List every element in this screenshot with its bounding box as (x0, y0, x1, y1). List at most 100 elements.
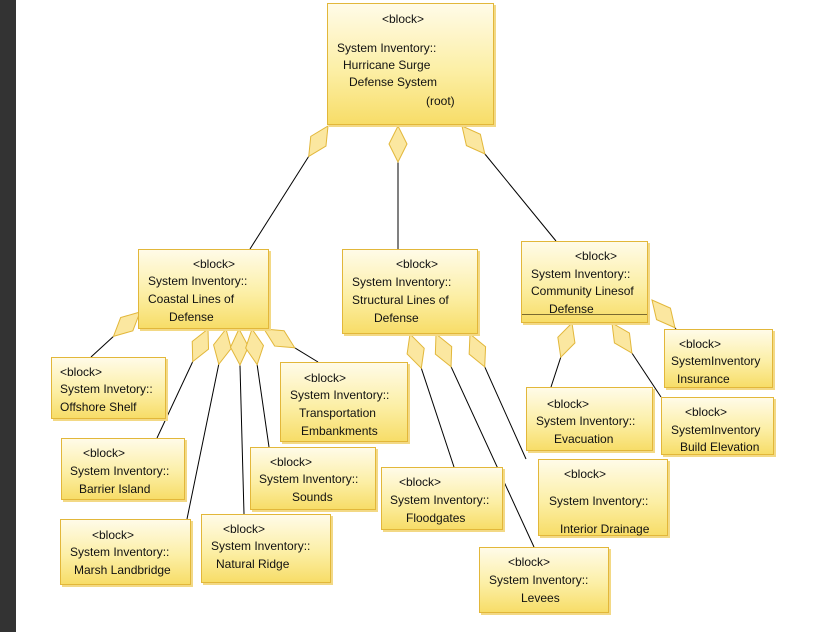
connector-root-coastal (249, 156, 310, 250)
connector-layer (90, 124, 677, 548)
block-label-line: Transportation (299, 406, 376, 420)
composition-diamond-root-coastal (308, 125, 329, 158)
block-insurance[interactable]: <block> SystemInventory Insurance (664, 329, 773, 388)
connector-community-elevation (631, 352, 662, 398)
block-stereotype: <block> (193, 257, 236, 271)
block-stereotype: <block> (396, 257, 439, 271)
block-stereotype: <block> (382, 12, 425, 26)
block-coastal-lines-of-defense[interactable]: <block> System Inventory:: Coastal Lines… (138, 249, 269, 329)
block-label-line: System Inventory:: (211, 539, 311, 553)
block-label-line: Defense System (349, 75, 438, 89)
block-stereotype: <block> (575, 249, 618, 263)
block-label-line: Floodgates (406, 511, 466, 525)
block-label-line: System Inventory:: (290, 388, 390, 402)
block-stereotype: <block> (564, 467, 607, 481)
composition-diamond-coastal-barrier (191, 327, 210, 363)
block-label-line: System Invetory:: (60, 382, 153, 396)
connector-structural-levees (450, 366, 535, 548)
block-marsh-landbridge[interactable]: <block> System Inventory:: Marsh Landbri… (60, 519, 191, 585)
block-label-line: Levees (521, 591, 560, 605)
block-label-line: System Inventory:: (352, 275, 452, 289)
connector-structural-drainage (484, 366, 527, 460)
connector-coastal-offshore (90, 335, 114, 358)
block-label-line: System Inventory:: (70, 464, 170, 478)
block-stereotype: <block> (547, 397, 590, 411)
block-stereotype: <block> (304, 371, 347, 385)
block-label-line: System Inventory:: (70, 545, 170, 559)
block-label-line: System Inventory:: (337, 41, 437, 55)
composition-diamond-coastal-transport (263, 328, 296, 349)
block-label-line: Build Elevation (680, 440, 760, 454)
block-stereotype: <block> (679, 337, 722, 351)
block-transportation-embankments[interactable]: <block> System Inventory:: Transportatio… (280, 362, 408, 442)
block-label-line: Structural Lines of (352, 293, 449, 307)
block-label-line: System Inventory:: (259, 472, 359, 486)
composition-diamond-coastal-sounds (245, 327, 265, 366)
block-label-line: Defense (549, 302, 594, 316)
block-label-line: SystemInventory (671, 354, 761, 368)
block-label-line: Coastal Lines of (148, 292, 235, 306)
block-build-elevation[interactable]: <block> SystemInventory Build Elevation (661, 397, 774, 455)
composition-diamond-structural-levees (434, 332, 453, 368)
connector-coastal-marsh (186, 364, 220, 520)
connector-coastal-sounds (256, 364, 270, 448)
block-hurricane-surge-defense-system[interactable]: <block> System Inventory:: Hurricane Sur… (327, 3, 494, 125)
block-label-line: Evacuation (554, 432, 614, 446)
composition-diamond-structural-floodgates (406, 332, 425, 370)
connector-structural-floodgates (420, 368, 455, 468)
connector-coastal-ridge (239, 364, 245, 515)
block-label-line: System Inventory:: (531, 267, 631, 281)
block-label-line: Offshore Shelf (60, 400, 137, 414)
block-barrier-island[interactable]: <block> System Inventory:: Barrier Islan… (61, 438, 185, 500)
block-label-line: System Inventory:: (390, 493, 490, 507)
composition-diamond-coastal-ridge (229, 327, 250, 367)
block-offshore-shelf[interactable]: <block> System Invetory:: Offshore Shelf (51, 357, 166, 419)
block-stereotype: <block> (223, 522, 266, 536)
composition-diamond-coastal-offshore (112, 311, 141, 338)
block-label-line: Hurricane Surge (343, 58, 431, 72)
diagram-canvas: <block> System Inventory:: Hurricane Sur… (16, 0, 824, 632)
composition-diamond-coastal-marsh (213, 327, 232, 366)
block-label-line: Insurance (677, 372, 730, 386)
block-stereotype: <block> (508, 555, 551, 569)
block-stereotype: <block> (685, 405, 728, 419)
connector-community-evacuation (550, 357, 562, 388)
block-label-line: Embankments (301, 424, 378, 438)
block-label-line: Defense (169, 310, 214, 324)
block-label-line: SystemInventory (671, 423, 761, 437)
block-label-line: System Inventory:: (536, 414, 636, 428)
block-label-line: Community Linesof (531, 284, 634, 298)
block-label-line: Barrier Island (79, 482, 151, 496)
block-label-line: System Inventory:: (489, 573, 589, 587)
block-stereotype: <block> (60, 365, 103, 379)
connector-coastal-barrier (156, 361, 194, 439)
block-community-lines-of-defense[interactable]: <block> System Inventory:: Community Lin… (521, 241, 648, 323)
composition-diamond-root-community (461, 125, 486, 155)
block-stereotype: <block> (92, 528, 135, 542)
block-label-line: Natural Ridge (216, 557, 290, 571)
block-stereotype: <block> (399, 475, 442, 489)
block-natural-ridge[interactable]: <block> System Inventory:: Natural Ridge (201, 514, 331, 583)
composition-diamond-community-evacuation (557, 321, 576, 359)
block-floodgates[interactable]: <block> System Inventory:: Floodgates (381, 467, 503, 530)
block-label-line: Sounds (292, 490, 333, 504)
compartment-divider (522, 314, 647, 315)
block-label-line: Interior Drainage (560, 522, 650, 536)
connector-root-community (484, 153, 557, 242)
composition-diamond-community-insurance (651, 299, 676, 329)
block-structural-lines-of-defense[interactable]: <block> System Inventory:: Structural Li… (342, 249, 478, 334)
block-sounds[interactable]: <block> System Inventory:: Sounds (250, 447, 376, 510)
block-stereotype: <block> (270, 455, 313, 469)
block-label-line: Defense (374, 311, 419, 325)
block-label-line: (root) (426, 94, 455, 108)
block-levees[interactable]: <block> System Inventory:: Levees (479, 547, 609, 613)
block-evacuation[interactable]: <block> System Inventory:: Evacuation (526, 387, 653, 451)
block-stereotype: <block> (83, 446, 126, 460)
composition-diamond-root-structural (388, 124, 408, 164)
block-label-line: System Inventory:: (148, 274, 248, 288)
block-label-line: System Inventory:: (549, 494, 649, 508)
block-interior-drainage[interactable]: <block> System Inventory:: Interior Drai… (538, 459, 668, 536)
connector-coastal-transport (294, 347, 319, 363)
composition-diamond-structural-drainage (468, 332, 487, 368)
block-label-line: Marsh Landbridge (74, 563, 171, 577)
